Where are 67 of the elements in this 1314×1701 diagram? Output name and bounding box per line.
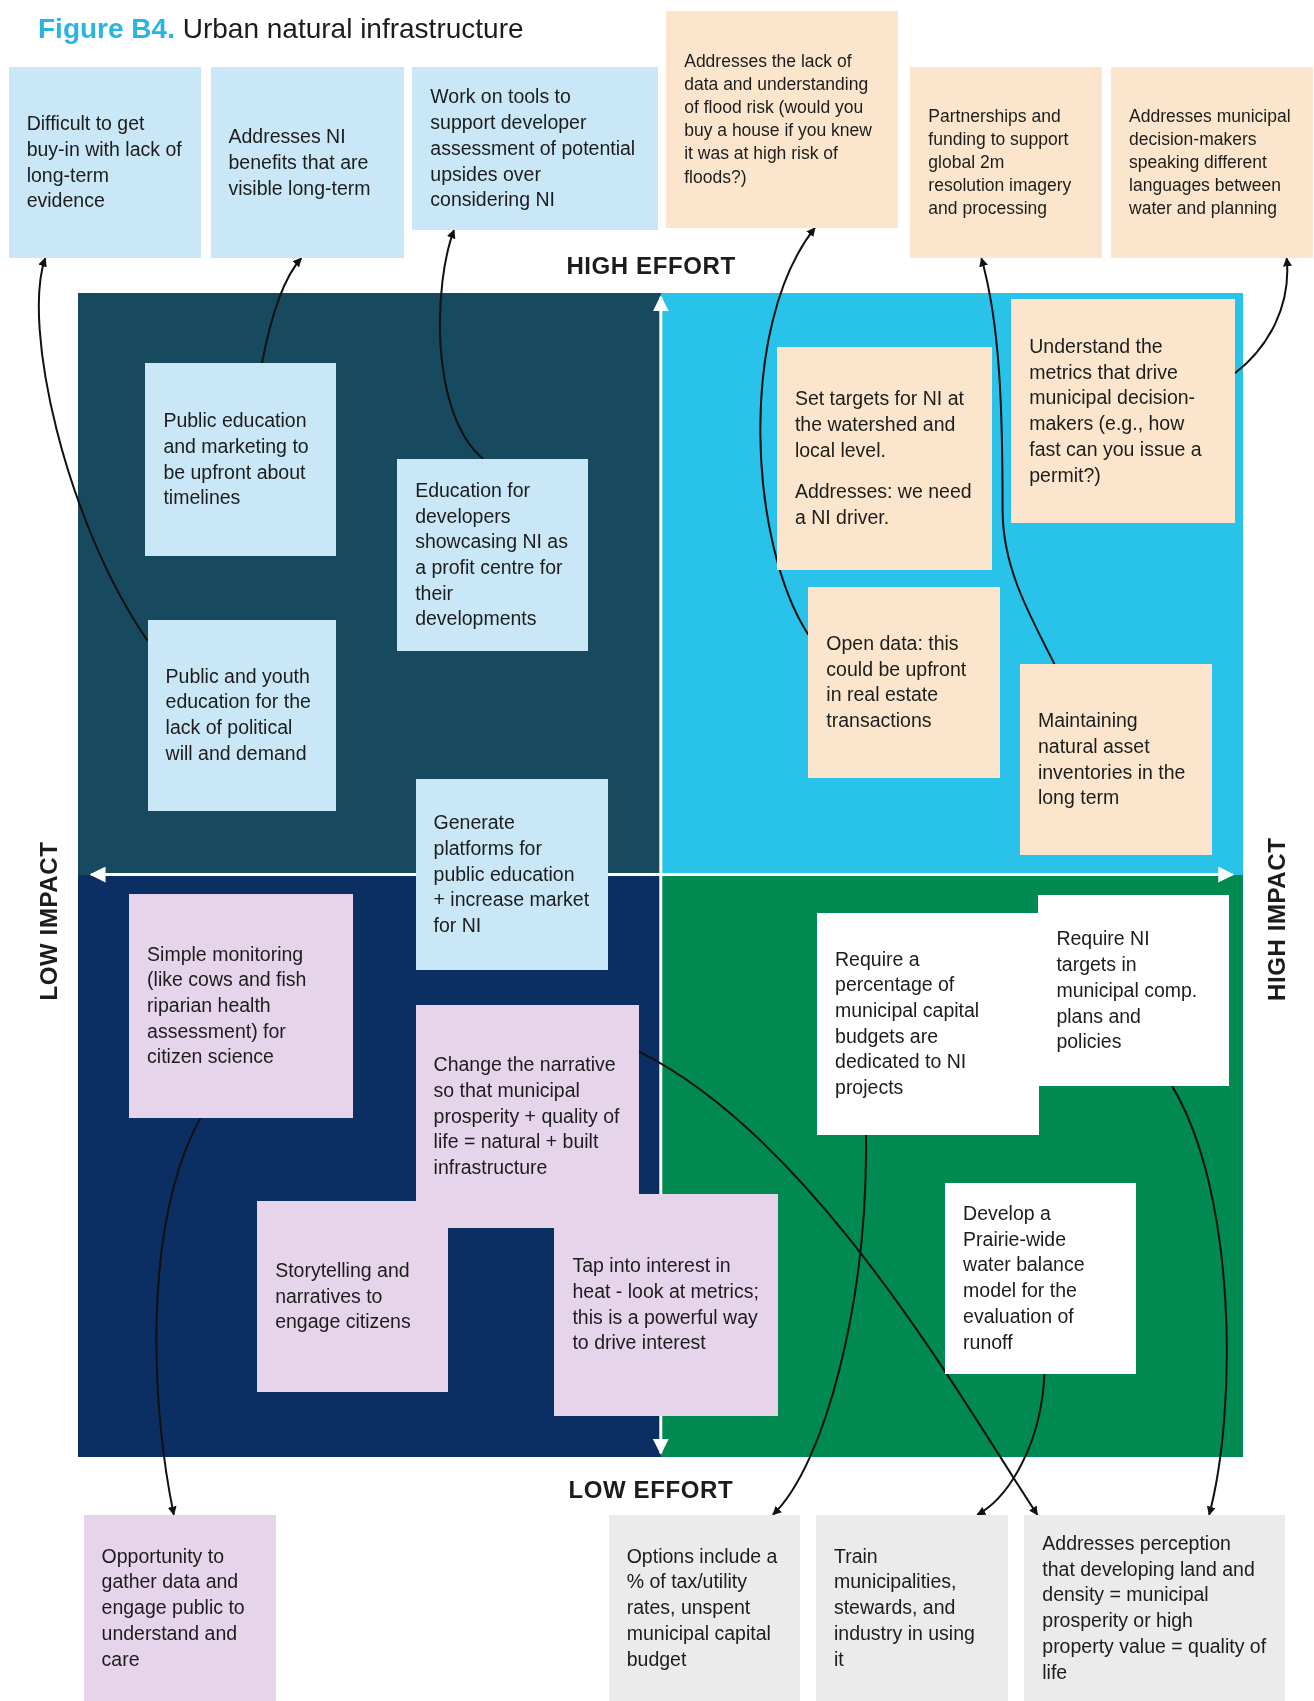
- sticky-note: [608, 1514, 800, 1701]
- sticky-note: [776, 347, 992, 570]
- note-text: Addresses NI benefits that are visible long-term: [228, 124, 372, 201]
- sticky-note: [1111, 67, 1313, 259]
- note-text: Options include a % of tax/utility rates, unspent municipal capital budget: [626, 1543, 779, 1672]
- note-text: Tap into interest in heat - look at metrics; this is a powerful way to drive interest: [572, 1253, 760, 1356]
- axis-label: HIGH EFFORT: [566, 251, 736, 282]
- sticky-note: [666, 10, 899, 228]
- note-text: Public education and marketing to be upfront about timelines: [163, 408, 310, 511]
- curved-arrow: [438, 229, 485, 460]
- axis-label: HIGH IMPACT: [1262, 840, 1292, 1001]
- sticky-note: [808, 587, 1001, 778]
- sticky-note: [397, 458, 589, 651]
- sticky-note: [415, 779, 608, 971]
- note-text: Maintaining natural asset inventories in the long term: [1037, 708, 1187, 811]
- sticky-note: [1024, 1514, 1285, 1701]
- note-text: Generate platforms for public education + increase market for NI: [433, 810, 590, 939]
- figure-title: Figure B4. Urban natural infrastructure: [38, 12, 524, 46]
- curved-arrow: [638, 1050, 1039, 1516]
- note-text: Set targets for NI at the watershed and local level.: [794, 386, 965, 463]
- sticky-note: [1019, 664, 1212, 855]
- note-text: Open data: this could be upfront in real estate transactions: [826, 631, 968, 734]
- sticky-note: [1011, 299, 1235, 523]
- note-text: Work on tools to support developer assessment of potential upsides over considering NI: [430, 84, 637, 213]
- curved-arrow: [771, 1133, 867, 1516]
- sticky-note: [83, 1514, 276, 1701]
- sticky-note: [145, 363, 337, 556]
- sticky-note: [554, 1193, 778, 1416]
- curved-arrow: [979, 257, 1056, 666]
- note-text: Develop a Prairie-wide water balance model for the evaluation of runoff: [963, 1201, 1086, 1355]
- note-text: Simple monitoring (like cows and fish riparian health assessment) for citizen science: [147, 941, 308, 1070]
- sticky-note: [8, 67, 201, 259]
- sticky-note: [257, 1201, 449, 1393]
- sticky-note: [815, 1514, 1008, 1701]
- note-text: Addresses: we need a NI driver.: [794, 479, 973, 530]
- note-text: Addresses municipal decision-makers speaking different languages between water and planning: [1129, 105, 1292, 221]
- curved-arrow: [1171, 1085, 1228, 1516]
- note-text: Understand the metrics that drive municipal decision-makers (e.g., how fast can you issue a permit?): [1029, 334, 1203, 488]
- note-text: Change the narrative so that municipal prosperity + quality of life = natural + built infrastructure: [433, 1052, 621, 1181]
- curved-arrow: [759, 226, 816, 636]
- sticky-note: [910, 67, 1103, 259]
- sticky-note: [817, 912, 1040, 1135]
- curved-arrow: [1233, 257, 1292, 375]
- sticky-note: [945, 1182, 1137, 1374]
- sticky-note: [129, 894, 353, 1118]
- note-text: Difficult to get buy-in with lack of long-term evidence: [26, 111, 183, 214]
- curved-arrow: [37, 257, 149, 642]
- sticky-note: [210, 67, 404, 259]
- axis-label: LOW EFFORT: [568, 1475, 734, 1506]
- sticky-note: [147, 619, 337, 811]
- note-text: Storytelling and narratives to engage citizens: [275, 1258, 412, 1335]
- note-text: Addresses perception that developing land and density = municipal prosperity or high property value = quality of life: [1042, 1530, 1267, 1685]
- note-text: Partnerships and funding to support global 2m resolution imagery and processing: [928, 105, 1073, 221]
- note-text: Public and youth education for the lack of political will and demand: [165, 663, 312, 766]
- curved-arrow: [155, 1116, 202, 1516]
- note-text: Require NI targets in municipal comp. plans and policies: [1056, 926, 1199, 1055]
- note-text: Require a percentage of municipal capital budgets are dedicated to NI projects: [835, 946, 981, 1101]
- note-text: Opportunity to gather data and engage public to understand and care: [101, 1543, 246, 1672]
- note-text: Addresses the lack of data and understanding of flood risk (would you buy a house if you knew it was at high risk of floods?): [684, 50, 873, 189]
- note-text: Train municipalities, stewards, and industry in using it: [833, 1543, 976, 1672]
- axis-label: LOW IMPACT: [33, 840, 63, 1001]
- curved-arrow: [976, 1372, 1046, 1516]
- sticky-note: [412, 67, 658, 230]
- sticky-note: [1038, 895, 1230, 1087]
- sticky-note: [415, 1004, 640, 1229]
- note-text: Education for developers showcasing NI as a profit centre for their developments: [415, 477, 569, 632]
- curved-arrow: [260, 257, 303, 365]
